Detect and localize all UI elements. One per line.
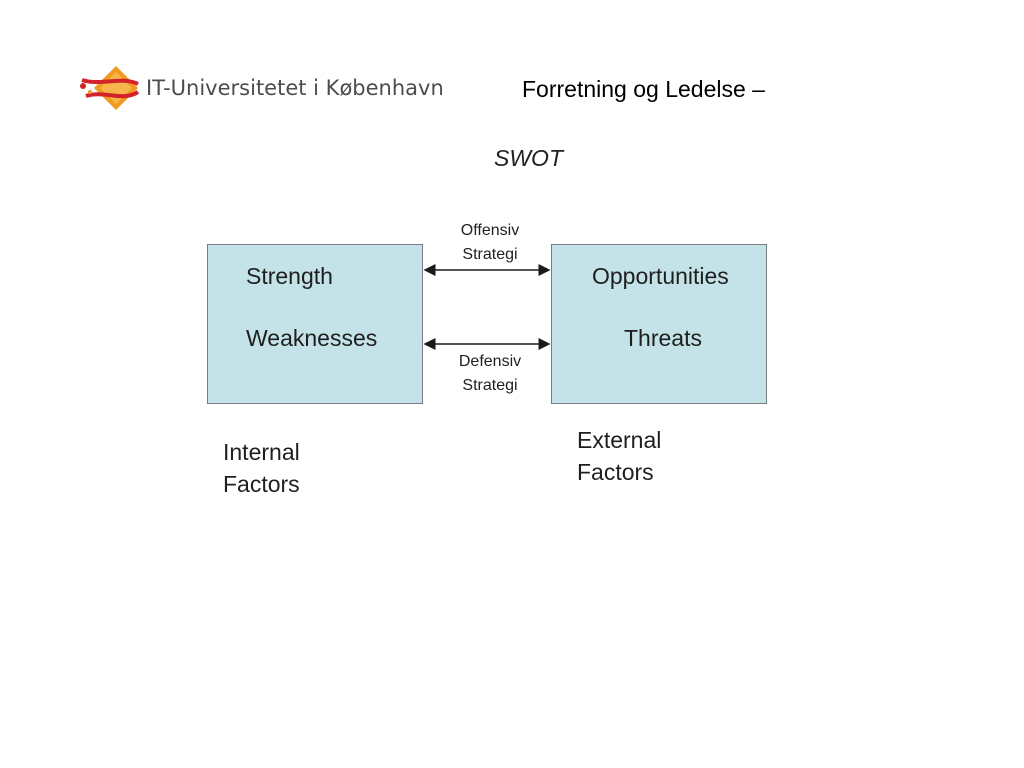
offensive-strategy-label: Offensiv Strategi xyxy=(460,222,520,263)
external-factors-label: External Factors xyxy=(577,427,662,485)
itu-logo-icon xyxy=(78,64,142,112)
weaknesses-label: Weaknesses xyxy=(246,325,378,351)
threats-label: Threats xyxy=(624,325,702,351)
internal-factors-label: Internal Factors xyxy=(223,439,300,497)
course-title: Forretning og Ledelse – xyxy=(522,76,765,102)
internal-box: Strength Weaknesses xyxy=(207,244,423,404)
strength-label: Strength xyxy=(246,263,333,289)
university-name: IT-Universitetet i København xyxy=(146,76,444,100)
defensive-strategy-label: Defensiv Strategi xyxy=(458,353,522,394)
external-box: Opportunities Threats xyxy=(551,244,767,404)
diagram-title: SWOT xyxy=(494,145,563,171)
opportunities-label: Opportunities xyxy=(592,263,729,289)
